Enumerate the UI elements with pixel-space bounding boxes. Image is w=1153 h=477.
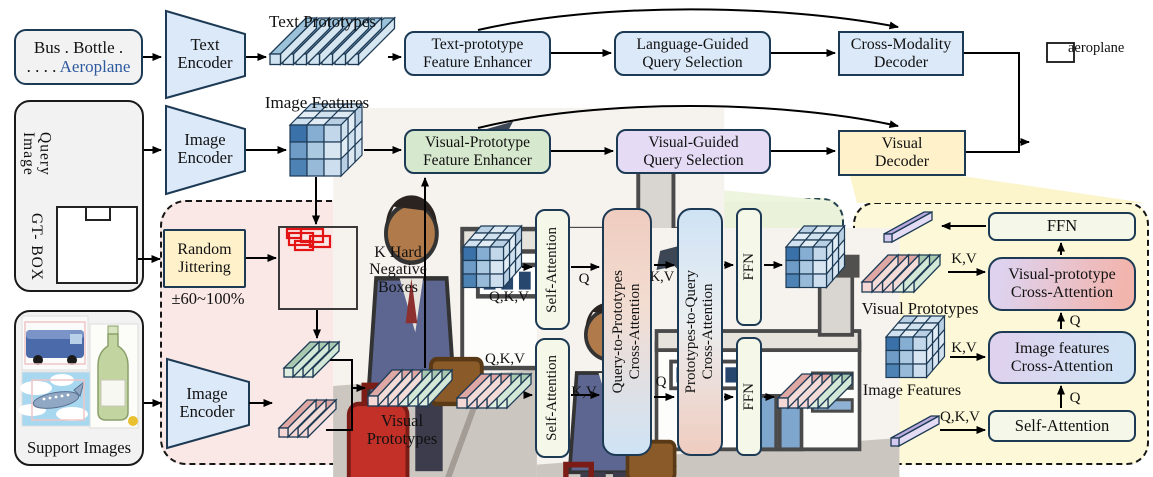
q-label-q2p-out: Q xyxy=(655,374,667,391)
kv-label-vp: K,V xyxy=(951,251,977,268)
gt-box-label: GT- BOX xyxy=(28,212,46,281)
ffn-box-bottom: FFN xyxy=(736,337,762,456)
query-image-label: Query Image xyxy=(20,132,54,176)
visual-decoder-box: Visual Decoder xyxy=(838,130,966,176)
ffn-label: FFN xyxy=(740,253,757,281)
support-images-label: Support Images xyxy=(26,437,132,457)
qkv-label-single-bar: Q,K,V xyxy=(940,409,980,426)
image-encoder-bottom-label: Image Encoder xyxy=(179,383,235,421)
visual-prototype-feature-enhancer-box: Visual-Prototype Feature Enhancer xyxy=(404,129,551,174)
prototypes-to-query-label: Prototypes-to-Query Cross-Attention xyxy=(683,270,716,394)
self-attention-label: Self-Attention xyxy=(544,355,561,441)
qkv-label-bars: Q,K,V xyxy=(485,351,525,368)
kv-label-if: K,V xyxy=(951,340,977,357)
kv-label-q2p-out: K,V xyxy=(649,268,675,285)
ffn-label: FFN xyxy=(740,382,757,411)
query-to-prototypes-label: Query-to-Prototypes Cross-Attention xyxy=(610,270,643,394)
q-label-vpca: Q xyxy=(1069,313,1081,330)
self-attention-box-bottom: Self-Attention xyxy=(535,338,570,458)
k-hard-negative-boxes-label: K Hard Negative Boxes xyxy=(369,243,427,296)
q-label-sa: Q xyxy=(1069,390,1081,407)
detection-label: aeroplane xyxy=(1068,40,1125,57)
ffn-box-top: FFN xyxy=(736,208,762,326)
gt-box-frame xyxy=(56,206,138,284)
qkv-label-cube: Q,K,V xyxy=(489,289,529,306)
self-attention-box-top: Self-Attention xyxy=(535,209,570,330)
gt-inner-box xyxy=(85,206,111,221)
image-features-label: Image Features xyxy=(264,92,370,112)
cross-modality-decoder-box: Cross-Modality Decoder xyxy=(838,31,964,76)
class-prompt-box: Bus . Bottle . . . . . Aeroplane xyxy=(14,29,143,85)
q-label-top: Q xyxy=(578,271,590,288)
image-encoder-top-label: Image Encoder xyxy=(177,129,233,167)
kv-label-bottom: K,V xyxy=(571,384,597,401)
visual-prototypes-label-yellow: Visual Prototypes xyxy=(861,298,979,318)
visual-guided-query-selection-box: Visual-Guided Query Selection xyxy=(616,129,771,174)
jitter-range-label: ±60~100% xyxy=(171,288,245,308)
text-prototype-feature-enhancer-box: Text-prototype Feature Enhancer xyxy=(404,31,551,76)
text-prototypes-label: Text Prototypes xyxy=(269,11,376,31)
query-to-prototypes-cross-attention-box: Query-to-Prototypes Cross-Attention xyxy=(602,208,652,456)
language-guided-query-selection-box: Language-Guided Query Selection xyxy=(614,31,771,76)
self-attention-label: Self-Attention xyxy=(544,226,561,313)
callout-beam-yellow xyxy=(850,176,1146,203)
prompt-aeroplane: Aeroplane xyxy=(59,57,131,76)
image-features-cube xyxy=(288,102,364,178)
visual-prototypes-label-pink: Visual Prototypes xyxy=(366,410,438,448)
ffn-box-yellow: FFN xyxy=(988,212,1136,241)
image-features-cross-attention-box: Image features Cross-Attention xyxy=(988,331,1136,384)
prompt-dots: . . . . xyxy=(26,57,57,76)
prototypes-to-query-cross-attention-box: Prototypes-to-Query Cross-Attention xyxy=(677,208,723,456)
prompt-line1: Bus . Bottle . xyxy=(33,37,124,57)
text-encoder-label: Text Encoder xyxy=(177,34,233,72)
self-attention-box-yellow: Self-Attention xyxy=(988,410,1136,442)
image-features-label-yellow: Image Features xyxy=(862,381,962,399)
random-jittering-box: Random Jittering xyxy=(163,229,246,288)
visual-prototype-cross-attention-box: Visual-prototype Cross-Attention xyxy=(988,257,1136,311)
